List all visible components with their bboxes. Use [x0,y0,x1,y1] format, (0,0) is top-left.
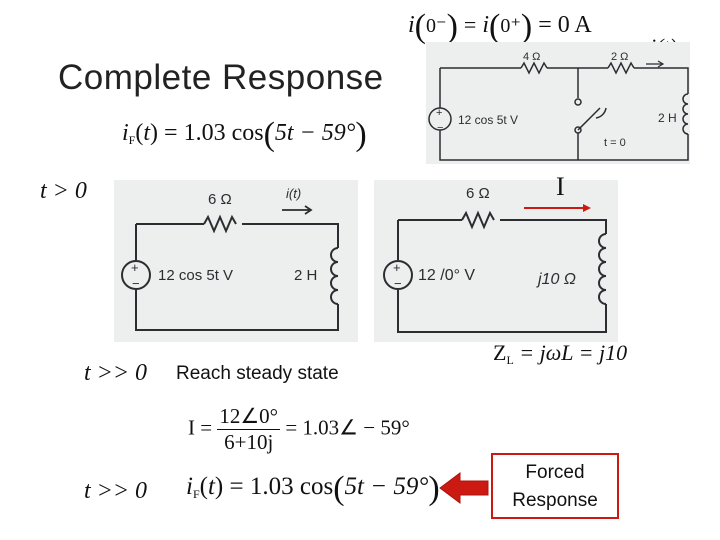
impedance-lhs: Z [493,340,507,365]
phasor-eq: I = 12∠0° 6+10j = 1.03∠ − 59° [188,404,410,455]
circuit-phasor-photo: + − 6 Ω 12 /0° V j10 Ω [374,180,618,342]
impedance-rhs: = jωL = j10 [519,340,628,365]
forced-box-line2: Response [512,490,598,511]
forced-response-arrow [439,472,489,504]
svg-text:−: − [394,276,402,291]
impedance-lhs-sub: L [506,353,514,367]
phasor-r-label: 6 Ω [466,185,490,202]
circuit-top-photo: + − 4 Ω 2 Ω 12 cos 5t V 2 H t = 0 [426,42,690,164]
phasor-lhs: I = [188,415,213,440]
svg-text:−: − [132,276,140,291]
resp-lhs-sub: F [128,133,136,147]
top-source-label: 12 cos 5t V [458,113,518,127]
circuit-phasor-diagram: + − 6 Ω 12 /0° V j10 Ω [383,185,607,333]
circuit-top-diagram: + − 4 Ω 2 Ω 12 cos 5t V 2 H t = 0 [428,51,689,161]
svg-text:+: + [436,107,442,119]
resp-rhs: = 1.03 cos [164,120,264,146]
svg-text:+: + [393,260,401,275]
top-inductor-label: 2 H [658,111,677,125]
top-r2-label: 2 Ω [611,51,628,63]
phasor-inductor-label: j10 Ω [536,271,576,288]
mid-current-label: i(t) [286,186,301,201]
ic-arg-right: 0⁺ [500,15,521,37]
steady-state-text: Reach steady state [176,363,339,384]
forced-lhs-var: i [186,473,193,500]
condition-t-gt-0: t > 0 [40,178,87,204]
forced-arg: 5t − 59° [344,473,429,500]
ic-i-right: i [482,12,489,38]
mid-r-label: 6 Ω [208,191,232,208]
phasor-current-arrowhead [583,204,591,212]
forced-rhs: = 1.03 cos [229,473,334,500]
top-r1-label: 4 Ω [523,51,540,63]
impedance-eq: ZL = jωL = j10 [493,340,627,368]
forced-lhs-sub: F [192,487,200,501]
phasor-current-label: I [556,172,565,201]
phasor-fraction: 12∠0° 6+10j [217,404,281,455]
mid-source-label: 12 cos 5t V [158,267,233,284]
top-switch-label: t = 0 [604,137,626,149]
ic-rhs: = 0 A [538,12,592,38]
ic-arg-left: 0⁻ [426,15,447,37]
phasor-source-label: 12 /0° V [418,267,475,284]
resp-lhs-var: i [122,120,129,146]
response-eq: iF(t) = 1.03 cos(5t − 59°) [122,116,367,153]
mid-inductor-label: 2 H [294,267,317,284]
circuit-mid-photo: + − 6 Ω i(t) 12 cos 5t V 2 H [114,180,358,342]
initial-condition-eq: i(0⁻) = i(0⁺) = 0 A [408,8,592,45]
circuit-mid-diagram: + − 6 Ω i(t) 12 cos 5t V 2 H [121,186,339,331]
svg-text:−: − [437,122,443,134]
condition-t-gg-0-a: t >> 0 [84,360,148,386]
phasor-numerator: 12∠0° [217,404,281,430]
resp-arg: 5t − 59° [274,120,356,146]
svg-text:+: + [131,260,139,275]
phasor-denominator: 6+10j [224,430,274,454]
forced-lhs-arg: t [207,473,215,500]
condition-t-gg-0-b: t >> 0 [84,478,148,504]
forced-response-box: Forced Response [491,453,619,519]
slide-title: Complete Response [58,58,384,97]
ic-i-left: i [408,12,415,38]
resp-lhs-arg: t [143,120,151,146]
forced-response-eq: iF(t) = 1.03 cos(5t − 59°) [186,470,440,507]
phasor-rhs: = 1.03∠ − 59° [285,415,410,440]
forced-box-line1: Forced [525,462,585,483]
